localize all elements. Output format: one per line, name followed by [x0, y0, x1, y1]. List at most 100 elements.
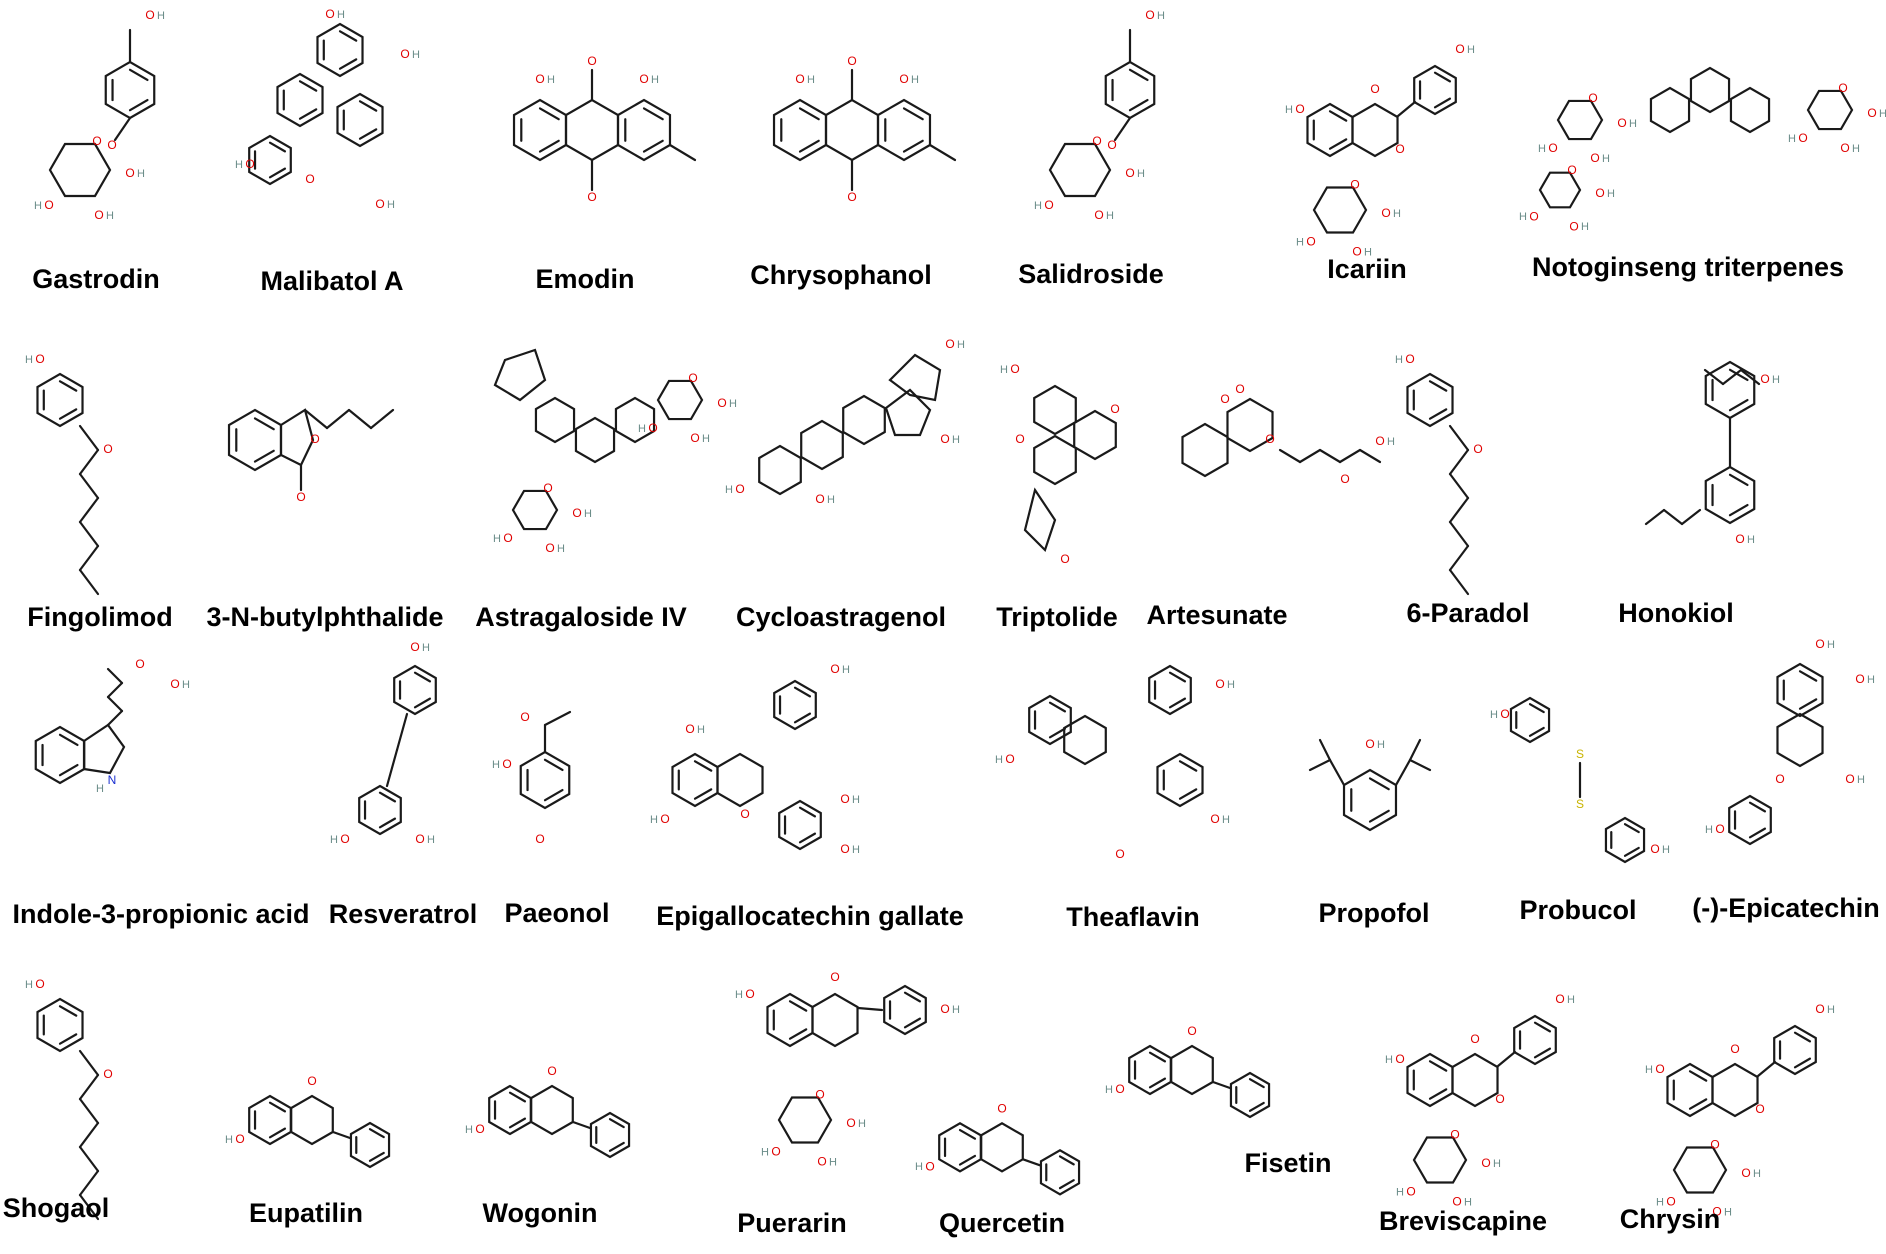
bond [1318, 738, 1332, 762]
oxygen-atom: O [1473, 442, 1482, 456]
oxygen-atom: O [840, 792, 849, 806]
benzene-ring [1148, 664, 1192, 716]
hydrogen-atom: H [337, 9, 345, 21]
compound-label: Epigallocatechin gallate [656, 901, 964, 931]
butyl-chain [303, 408, 395, 430]
hydrogen-atom: H [829, 1156, 837, 1168]
sugar-ring [1806, 89, 1854, 131]
compound-label: Theaflavin [1066, 902, 1200, 932]
compound-label: Quercetin [938, 1208, 1066, 1238]
compound-label: Chrysophanol [750, 260, 932, 290]
pyrone-ring [1711, 1062, 1759, 1118]
benzene-ring [1776, 662, 1824, 718]
benzene-ring [589, 1111, 631, 1159]
hydrogen-atom: H [235, 159, 243, 171]
oxygen-atom: O [1060, 552, 1069, 566]
alkyl-chain [78, 424, 100, 596]
pyrone-ring [1351, 102, 1399, 158]
oxygen-atom: O [1210, 812, 1219, 826]
quinone-ring [564, 98, 620, 162]
compound-label: Malibatol A [260, 266, 404, 296]
oxygen-atom: O [520, 710, 529, 724]
lactone-ring [1023, 487, 1057, 553]
oxygen-atom: O [997, 1101, 1006, 1115]
oxygen-atom: O [1406, 1185, 1415, 1199]
pyrone-ring [530, 1084, 574, 1136]
oxygen-atom: O [1775, 772, 1784, 786]
benzene-ring [1128, 1044, 1172, 1096]
hydrogen-atom: H [1393, 208, 1401, 220]
hydrogen-atom: H [650, 814, 658, 826]
oxygen-atom: O [1760, 372, 1769, 386]
benzene-ring [1306, 102, 1354, 158]
compound-label: Cycloastragenol [735, 602, 947, 632]
oxygen-atom: O [717, 396, 726, 410]
oxygen-atom: O [1798, 131, 1807, 145]
oxygen-atom: O [685, 722, 694, 736]
oxygen-atom: O [1741, 1166, 1750, 1180]
benzene-ring [1604, 816, 1646, 864]
hydrogen-atom: H [137, 168, 145, 180]
bond [395, 712, 409, 752]
compound-label: 3-N-butylphthalide [206, 602, 444, 632]
oxygen-atom: O [830, 662, 839, 676]
oxygen-atom: O [1500, 707, 1509, 721]
hydrogen-atom: H [952, 434, 960, 446]
oxygen-atom: O [817, 1155, 826, 1169]
pyrone-ring [1451, 1052, 1499, 1108]
oxygen-atom: O [410, 640, 419, 654]
benzene-ring [1704, 360, 1756, 420]
oxygen-atom: O [1187, 1024, 1196, 1038]
hydrogen-atom: H [106, 210, 114, 222]
hydrogen-atom: H [427, 834, 435, 846]
benzene-ring [358, 784, 402, 836]
steroid-ring [534, 396, 576, 444]
hydrogen-atom: H [387, 199, 395, 211]
3-n-butylphthalide-structure: OO [227, 408, 395, 504]
oxygen-atom: O [307, 1074, 316, 1088]
oxygen-atom: O [103, 442, 112, 456]
compound-label: Honokiol [1618, 598, 1734, 628]
hydrogen-atom: H [1464, 1196, 1472, 1208]
oxygen-atom: O [1730, 1042, 1739, 1056]
hydrogen-atom: H [1581, 221, 1589, 233]
steroid-ring [1649, 86, 1691, 134]
fingolimod-structure: OHO [25, 352, 113, 596]
benzene-ring [1413, 64, 1457, 116]
oxygen-atom: O [587, 190, 596, 204]
oxygen-atom: O [572, 506, 581, 520]
oxygen-atom: O [1295, 102, 1304, 116]
hydrogen-atom: H [858, 1118, 866, 1130]
compound-label: Shogaol [2, 1193, 110, 1223]
hydrogen-atom: H [1106, 210, 1114, 222]
quercetin-structure: OOH [915, 1101, 1081, 1196]
oxygen-atom: O [1352, 245, 1361, 259]
benzene-ring [488, 1084, 532, 1136]
oxygen-atom: O [475, 1122, 484, 1136]
oxygen-atom: O [587, 54, 596, 68]
compound-label: Artesunate [1146, 600, 1288, 630]
hydrogen-atom: H [25, 354, 33, 366]
compound-label: Wogonin [482, 1198, 598, 1228]
bond [113, 116, 132, 142]
bond [543, 710, 572, 727]
hydrogen-atom: H [1490, 709, 1498, 721]
steroid-ring [1689, 66, 1731, 114]
hydrogen-atom: H [952, 1004, 960, 1016]
sulfur-atom: S [1576, 797, 1584, 811]
oxygen-atom: O [1590, 151, 1599, 165]
hydrogen-atom: H [1222, 814, 1230, 826]
hydrogen-atom: H [1395, 354, 1403, 366]
